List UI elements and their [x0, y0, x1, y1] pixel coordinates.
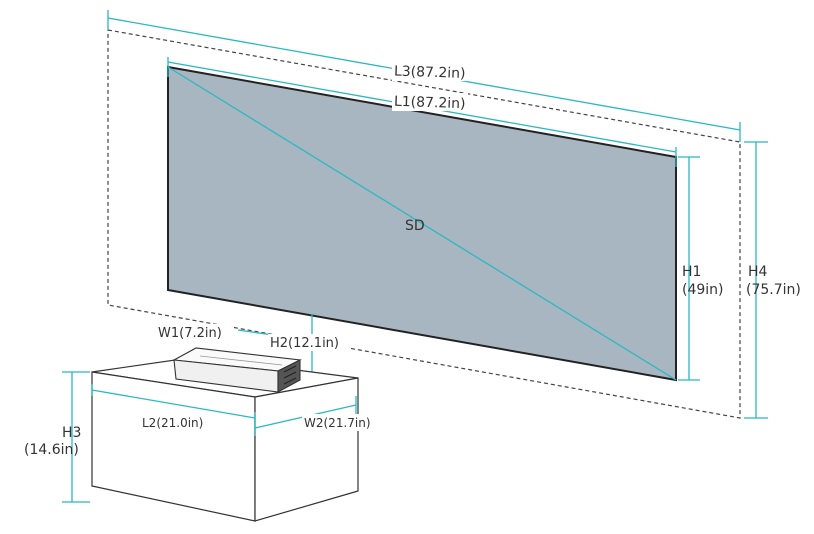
projector [172, 347, 302, 393]
w1-label: W1(7.2in) [158, 326, 222, 341]
l3-label: L3(87.2in) [394, 64, 466, 82]
h4-label: H4 [748, 264, 768, 280]
h3-label: H3 [62, 425, 81, 441]
h1-label: H1 [682, 264, 701, 280]
wall-outline-dashed [107, 29, 741, 419]
h3-dimension [62, 371, 90, 503]
sd-label: SD [405, 218, 425, 234]
l1-label: L1(87.2in) [394, 94, 466, 112]
h3-value: (14.6in) [24, 442, 79, 458]
h2-label: H2(12.1in) [270, 336, 339, 351]
sd-diagonal-line [167, 66, 677, 381]
l2-dimension [91, 384, 256, 436]
h1-dimension [678, 156, 700, 381]
cabinet-side [254, 377, 359, 522]
h4-value: (75.7in) [746, 282, 801, 298]
l2-label: L2(21.0in) [142, 416, 203, 430]
w2-label: W2(21.7in) [304, 416, 371, 430]
h1-value: (49in) [682, 282, 724, 298]
cabinet [91, 356, 359, 522]
h4-dimension [744, 141, 768, 419]
